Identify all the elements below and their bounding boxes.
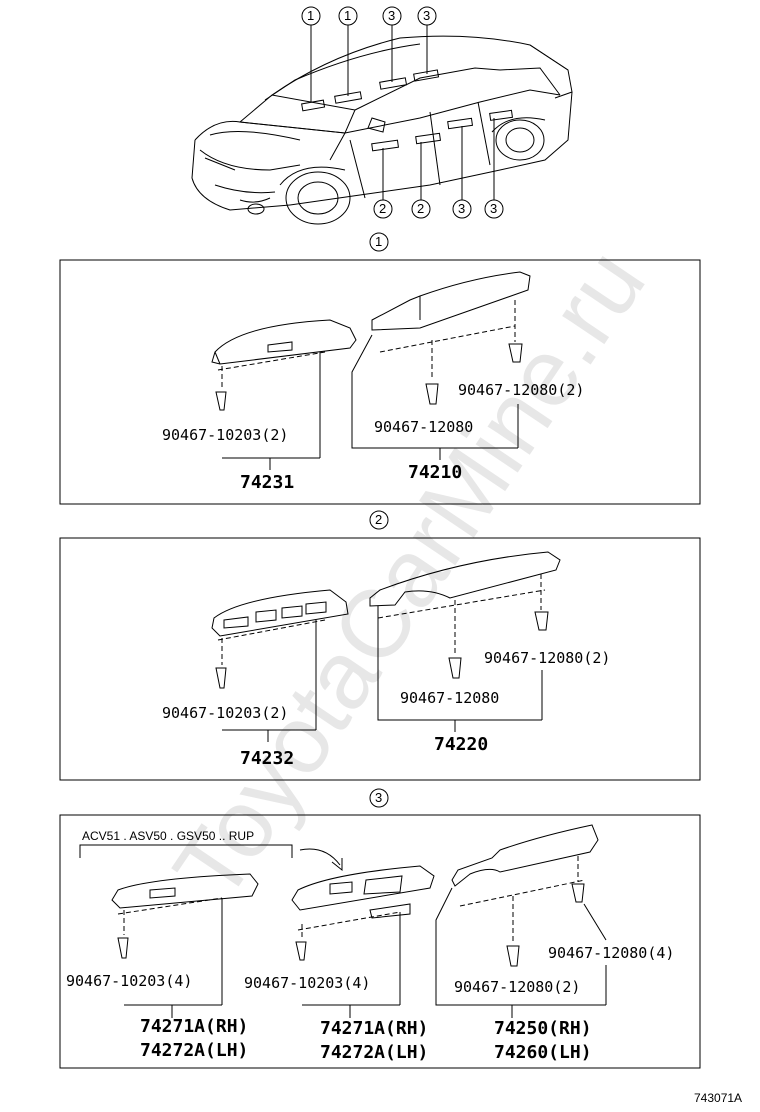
part-number-armrest: 74220	[434, 734, 489, 755]
clip-part-number: 90467-12080(2)	[484, 649, 611, 667]
panel-1	[59, 259, 701, 505]
callout-2: 2	[379, 201, 387, 216]
callout-3: 3	[423, 8, 431, 23]
section-callout-1	[369, 232, 389, 252]
section-label-3: 3	[375, 790, 383, 805]
panel-3	[59, 814, 701, 1069]
section-callout-2	[369, 510, 389, 530]
callout-1: 1	[307, 8, 315, 23]
car-illustration	[191, 6, 573, 225]
clip-part-number: 90467-10203(2)	[162, 426, 289, 444]
part-number-switch-base: 74231	[240, 472, 295, 493]
section-label-1: 1	[375, 234, 383, 249]
callout-3: 3	[458, 201, 466, 216]
callout-1: 1	[344, 8, 352, 23]
part-number-armrest-rh: 74250(RH)	[494, 1018, 592, 1039]
clip-part-number: 90467-10203(4)	[66, 972, 193, 990]
part-number-armrest-lh: 74260(LH)	[494, 1042, 592, 1063]
part-number-switch-rh: 74271A(RH)	[140, 1016, 249, 1037]
clip-part-number: 90467-12080	[374, 418, 474, 436]
part-number-armrest: 74210	[408, 462, 463, 483]
model-applicability-note: ACV51 . ASV50 . GSV50 .. RUP	[82, 829, 255, 843]
panel-2	[59, 537, 701, 781]
callout-2: 2	[417, 201, 425, 216]
clip-part-number: 90467-12080(4)	[548, 944, 675, 962]
part-number-switch-base: 74232	[240, 748, 295, 769]
part-number-switch-rh: 74271A(RH)	[320, 1018, 429, 1039]
clip-part-number: 90467-10203(2)	[162, 704, 289, 722]
clip-part-number: 90467-12080(2)	[454, 978, 581, 996]
section-label-2: 2	[375, 512, 383, 527]
clip-part-number: 90467-10203(4)	[244, 974, 371, 992]
clip-part-number: 90467-12080(2)	[458, 381, 585, 399]
section-callout-3	[369, 788, 389, 808]
part-number-switch-lh: 74272A(LH)	[140, 1040, 249, 1061]
diagram-code: 743071A	[694, 1091, 743, 1105]
callout-3: 3	[388, 8, 396, 23]
clip-part-number: 90467-12080	[400, 689, 500, 707]
callout-3: 3	[490, 201, 498, 216]
part-number-switch-lh: 74272A(LH)	[320, 1042, 429, 1063]
